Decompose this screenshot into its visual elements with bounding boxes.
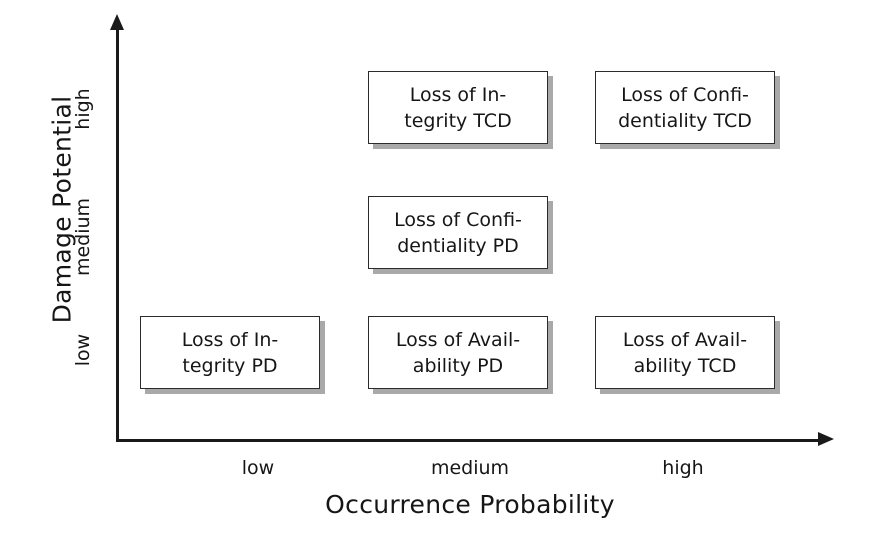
matrix-cell-integrity-tcd[interactable]: Loss of In- tegrity TCD <box>368 71 548 144</box>
x-axis-title: Occurrence Probability <box>325 490 615 519</box>
y-tick-high: high <box>72 88 94 130</box>
matrix-cell-label: Loss of Avail- ability TCD <box>622 328 748 377</box>
matrix-cell-label: Loss of Avail- ability PD <box>395 328 521 377</box>
matrix-cell-label: Loss of In- tegrity TCD <box>404 83 512 132</box>
matrix-cell-integrity-pd[interactable]: Loss of In- tegrity PD <box>140 316 320 389</box>
matrix-cell-availability-pd[interactable]: Loss of Avail- ability PD <box>368 316 548 389</box>
matrix-cell-confidentiality-tcd[interactable]: Loss of Confi- dentiality TCD <box>595 71 775 144</box>
x-axis-line <box>116 439 822 442</box>
matrix-cell-label: Loss of Confi- dentiality PD <box>394 208 522 257</box>
matrix-cell-availability-tcd[interactable]: Loss of Avail- ability TCD <box>595 316 775 389</box>
x-tick-low: low <box>241 457 275 479</box>
y-tick-medium: medium <box>72 197 94 277</box>
matrix-cell-label: Loss of Confi- dentiality TCD <box>618 83 752 132</box>
y-axis-arrow-icon <box>110 14 124 30</box>
matrix-cell-confidentiality-pd[interactable]: Loss of Confi- dentiality PD <box>368 196 548 269</box>
y-tick-low: low <box>72 333 94 367</box>
y-axis-line <box>116 26 119 442</box>
x-tick-high: high <box>662 457 704 479</box>
matrix-cell-label: Loss of In- tegrity PD <box>181 328 279 377</box>
x-tick-medium: medium <box>430 457 510 479</box>
x-axis-arrow-icon <box>818 432 834 446</box>
